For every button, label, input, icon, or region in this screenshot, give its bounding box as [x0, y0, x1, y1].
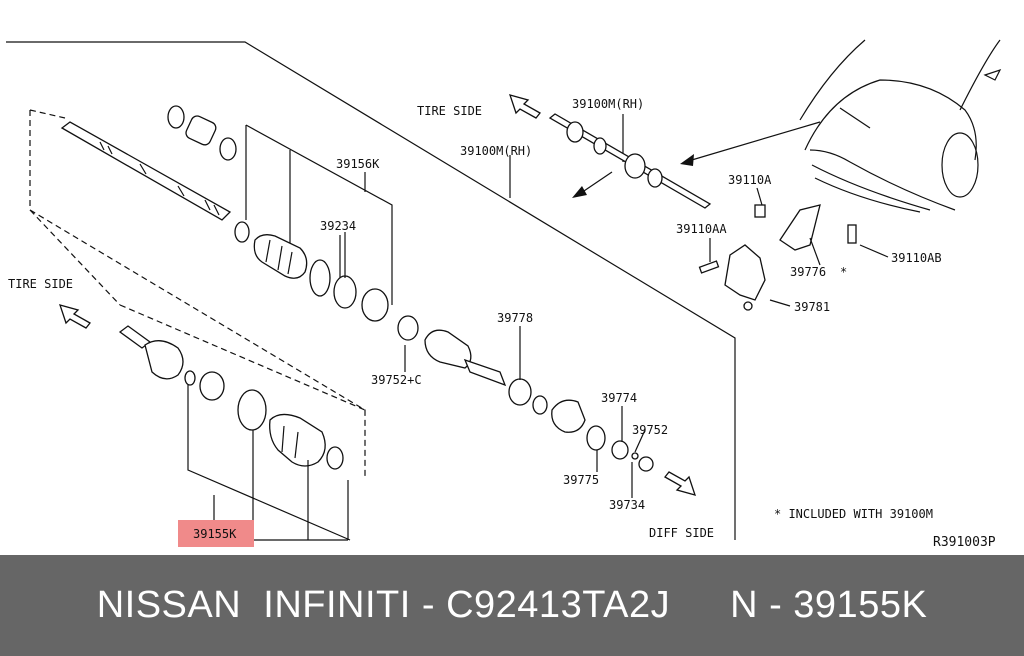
outer-joint: [118, 325, 344, 470]
label-39155k: 39155K: [193, 527, 237, 541]
inner-boot: [234, 221, 419, 341]
assembly-frame: [6, 41, 736, 540]
footer-brand: NISSAN INFINITI - C92413TA2J: [96, 584, 671, 626]
footer-part-number: N - 39155K: [730, 584, 928, 626]
label-star: *: [840, 265, 847, 279]
label-39110ab: 39110AB: [891, 251, 942, 265]
leader-39156k: [245, 124, 393, 305]
inner-joint: [424, 329, 654, 472]
drive-shaft: [60, 121, 232, 221]
label-tire-side-left: TIRE SIDE: [8, 277, 73, 291]
direction-arrows: [58, 94, 821, 496]
label-tire-side-top: TIRE SIDE: [417, 104, 482, 118]
labels: TIRE SIDE TIRE SIDE DIFF SIDE 39100M(RH)…: [8, 97, 996, 550]
leader-lines: [344, 114, 646, 498]
leader-knuckle: [709, 187, 889, 307]
label-39100m-rh-top: 39100M(RH): [572, 97, 644, 111]
label-39734: 39734: [609, 498, 645, 512]
highlight-39155k: [178, 520, 254, 547]
label-39775: 39775: [563, 473, 599, 487]
label-diff-side: DIFF SIDE: [649, 526, 714, 540]
parts-diagram: TIRE SIDE TIRE SIDE DIFF SIDE 39100M(RH)…: [6, 39, 1002, 550]
label-39752: 39752: [632, 423, 668, 437]
label-39774: 39774: [601, 391, 637, 405]
label-note: * INCLUDED WITH 39100M: [774, 507, 933, 521]
rh-shaft-assembly: [548, 113, 712, 209]
label-39234: 39234: [320, 219, 356, 233]
label-39110a: 39110A: [728, 173, 772, 187]
label-39110aa: 39110AA: [676, 222, 727, 236]
label-39156k: 39156K: [336, 157, 380, 171]
label-39781: 39781: [794, 300, 830, 314]
footer-bar: NISSAN INFINITI - C92413TA2J N - 39155K: [0, 555, 1024, 656]
damper-parts: [167, 105, 237, 161]
knuckle-parts: [698, 204, 857, 311]
car-front-illustration: [799, 39, 1002, 213]
label-39776: 39776: [790, 265, 826, 279]
label-39752c: 39752+C: [371, 373, 422, 387]
label-39778: 39778: [497, 311, 533, 325]
label-39100m-rh-mid: 39100M(RH): [460, 144, 532, 158]
label-ref-code: R391003P: [933, 535, 996, 550]
leader-39155k: [187, 385, 351, 541]
